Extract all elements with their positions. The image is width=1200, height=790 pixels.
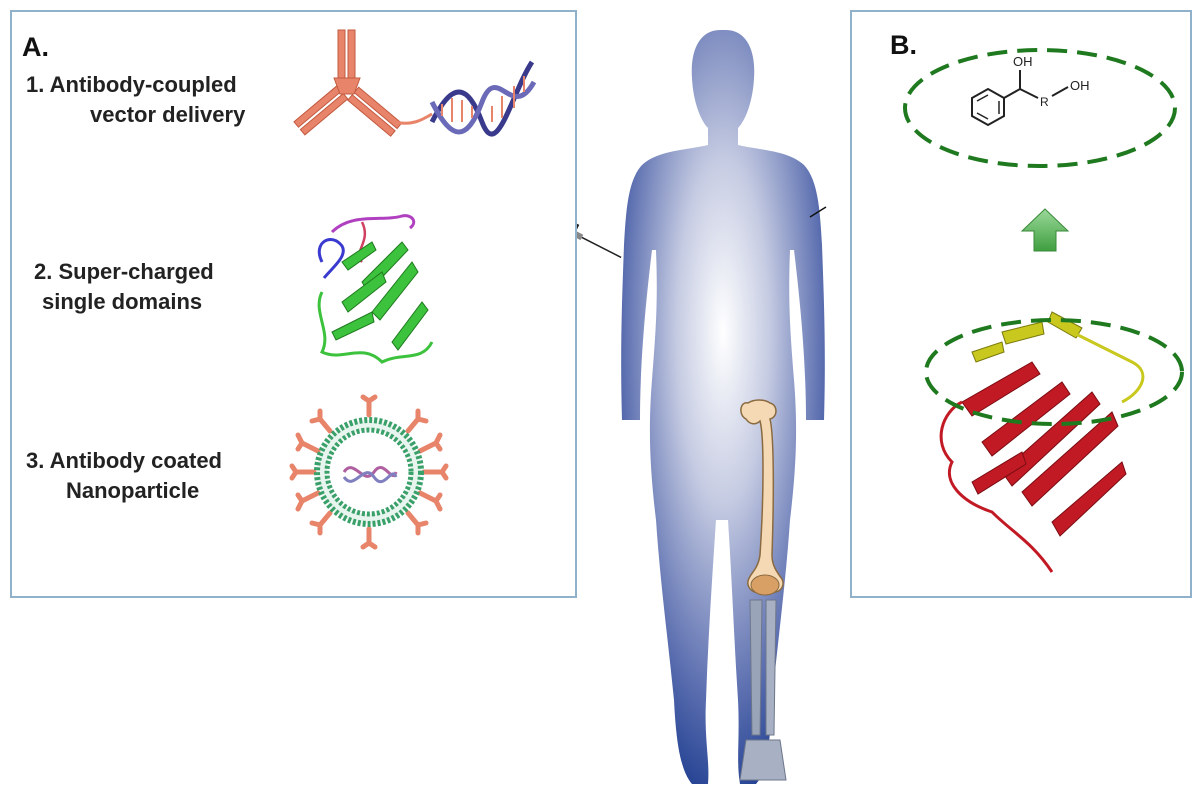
supercharged-domain-illustration bbox=[317, 214, 434, 364]
item-1-number: 1. bbox=[26, 72, 45, 97]
item-3-label: 3. Antibody coated Nanoparticle bbox=[26, 446, 286, 506]
item-3-line1: Antibody coated bbox=[49, 448, 222, 473]
molecule-oh-top: OH bbox=[1013, 54, 1033, 69]
up-arrow-icon bbox=[1020, 208, 1070, 252]
panel-a: A. 1. Antibody-coupled vector delivery 2… bbox=[10, 10, 577, 598]
leg-bones-illustration bbox=[739, 399, 787, 781]
item-1-line2: vector delivery bbox=[90, 102, 246, 127]
item-3-number: 3. bbox=[26, 448, 45, 473]
antibody-domain-illustration bbox=[924, 311, 1184, 573]
nanoparticle-illustration bbox=[289, 394, 449, 550]
item-1-line1: Antibody-coupled bbox=[49, 72, 237, 97]
item-2-line1: Super-charged bbox=[58, 259, 214, 284]
small-molecule-illustration: OH R OH bbox=[903, 48, 1177, 168]
panel-b-letter: B. bbox=[890, 30, 917, 60]
item-3-line2: Nanoparticle bbox=[66, 478, 200, 503]
antibody-dna-illustration bbox=[293, 29, 537, 137]
panel-b: B. OH R OH bbox=[850, 10, 1192, 598]
panel-a-letter: A. bbox=[22, 32, 49, 62]
human-silhouette bbox=[621, 30, 825, 784]
arm-injection-mark bbox=[809, 206, 827, 218]
molecule-oh-right: OH bbox=[1070, 78, 1090, 93]
item-1-label: 1. Antibody-coupled vector delivery bbox=[26, 70, 286, 130]
item-2-line2: single domains bbox=[42, 289, 203, 314]
item-2-number: 2. bbox=[34, 259, 53, 284]
item-2-label: 2. Super-charged single domains bbox=[34, 257, 274, 317]
molecule-r-group: R bbox=[1040, 95, 1049, 109]
